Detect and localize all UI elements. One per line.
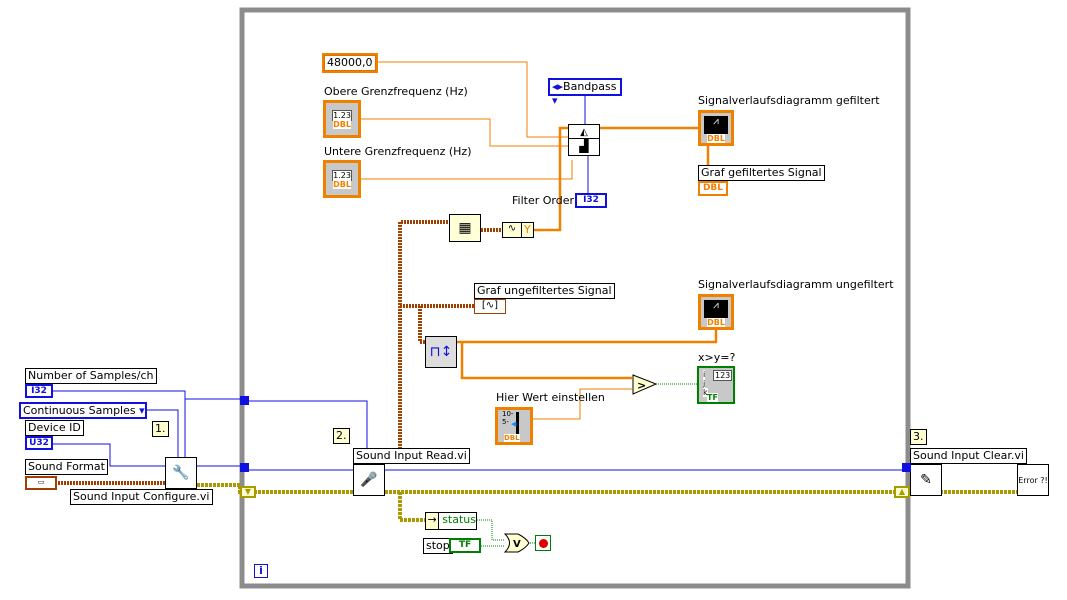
chart-unfiltered-indicator: ⩘DBL	[698, 294, 734, 330]
or-node[interactable]: V	[504, 533, 530, 553]
sound-input-read-vi[interactable]: 🎤	[353, 464, 385, 496]
graph-unfiltered-label: Graf ungefiltertes Signal	[474, 283, 615, 299]
grid-icon: ▦	[458, 220, 472, 236]
build-array-node[interactable]: ▦	[449, 214, 481, 242]
arrow-icon: →	[426, 513, 440, 529]
lower-cutoff-label: Untere Grenzfrequenz (Hz)	[324, 145, 472, 158]
chart-filtered-indicator: ⩘DBL	[698, 110, 734, 146]
waveform-icon: ∿	[503, 223, 522, 237]
loop-tunnel	[902, 463, 911, 472]
wrench-mic-icon: 🔧	[172, 465, 190, 481]
chart-filtered-label: Signalverlaufsdiagramm gefiltert	[698, 94, 880, 107]
samples-per-ch-label: Number of Samples/ch	[25, 368, 157, 384]
stop-control[interactable]: TF	[449, 538, 481, 553]
step-3-label: 3.	[910, 429, 927, 445]
graph-unfiltered-indicator: [∿]	[474, 299, 506, 314]
sound-input-read-label: Sound Input Read.vi	[353, 448, 470, 464]
slider-thumb-icon: ◀	[511, 420, 517, 428]
greater-node[interactable]: >	[632, 374, 658, 396]
graph-filtered-indicator: DBL	[698, 181, 728, 196]
threshold-label: Hier Wert einstellen	[496, 391, 605, 404]
samples-per-ch-control[interactable]: I32	[25, 384, 53, 398]
compare-label: x>y=?	[698, 351, 736, 364]
sound-format-control[interactable]: ▭	[25, 476, 57, 490]
sound-format-label: Sound Format	[25, 459, 108, 475]
filter-icon: ◭	[569, 127, 599, 139]
get-waveform-y-node[interactable]: ∿Y	[502, 222, 534, 238]
threshold-slider[interactable]: 10-5-◀DBL	[495, 407, 533, 445]
device-id-label: Device ID	[25, 420, 84, 436]
sound-input-clear-label: Sound Input Clear.vi	[910, 448, 1027, 464]
svg-text:>: >	[637, 379, 646, 392]
loop-tunnel	[240, 463, 249, 472]
chart-icon: ⩘	[704, 300, 728, 318]
error-handler-vi[interactable]: Error ?!	[1017, 464, 1049, 496]
sound-input-clear-vi[interactable]: ✎	[910, 464, 942, 496]
loop-condition-stop[interactable]	[535, 535, 551, 551]
shift-register-left: ▼	[240, 486, 256, 498]
step-1-label: 1.	[152, 421, 169, 437]
amplitude-icon: ⊓↕	[429, 344, 453, 360]
sound-input-configure-vi[interactable]: 🔧	[165, 457, 197, 489]
svg-text:V: V	[513, 539, 521, 550]
iteration-terminal: i	[254, 564, 268, 578]
unbundle-status-node[interactable]: →status	[425, 512, 477, 530]
upper-cutoff-label: Obere Grenzfrequenz (Hz)	[324, 85, 468, 98]
chart-icon: ⩘	[704, 116, 728, 134]
sound-input-configure-label: Sound Input Configure.vi	[70, 489, 213, 505]
filter-order-label: Filter Order	[512, 194, 574, 207]
device-id-control[interactable]: U32	[25, 436, 53, 450]
chart-unfiltered-label: Signalverlaufsdiagramm ungefiltert	[698, 278, 894, 291]
amplitude-measurement-vi[interactable]: ⊓↕	[425, 336, 457, 368]
filter-type-enum[interactable]: ◂▸Bandpass ▾	[548, 78, 622, 107]
wire-sample-rate	[366, 61, 568, 138]
butterworth-filter-vi[interactable]: ◭▟	[568, 124, 600, 156]
graph-filtered-label: Graf gefiltertes Signal	[698, 165, 825, 181]
filter-order-indicator: I32	[575, 193, 607, 208]
dropdown-arrow-icon: ▾	[552, 94, 558, 107]
dropdown-arrow-icon: ▾	[139, 404, 145, 417]
loop-tunnel	[240, 396, 249, 405]
sample-mode-enum[interactable]: Continuous Samples ▾	[19, 402, 147, 419]
eraser-mic-icon: ✎	[920, 472, 932, 488]
glasses-mic-icon: 🎤	[360, 472, 378, 488]
step-2-label: 2.	[333, 428, 350, 444]
stop-icon	[538, 538, 548, 548]
shift-register-right: ▲	[894, 486, 910, 498]
while-loop-frame	[239, 7, 911, 589]
sample-rate-constant[interactable]: 48000,0	[322, 53, 378, 73]
